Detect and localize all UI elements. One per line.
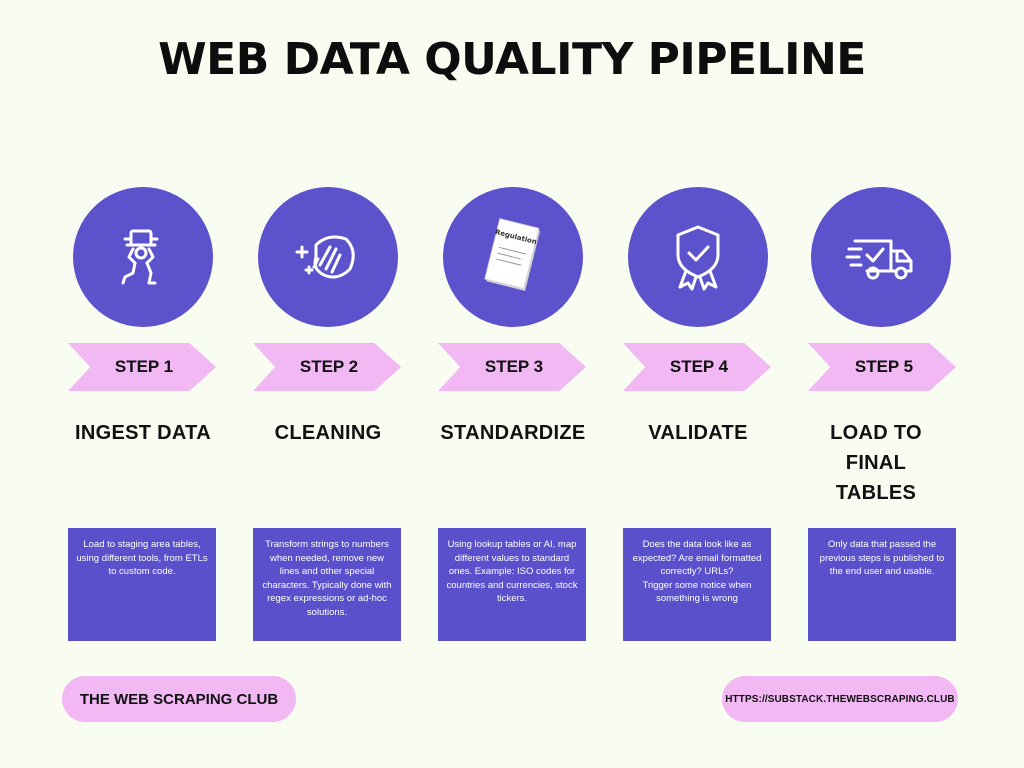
step-column-5: STEP 5 LOAD TO FINAL TABLES Only data th… [808, 0, 978, 768]
step-3-circle: Regulation [443, 187, 583, 327]
footer-brand-label: THE WEB SCRAPING CLUB [62, 676, 296, 722]
step-3-label: STEP 3 [484, 357, 544, 376]
step-5-chevron: STEP 5 [808, 343, 956, 391]
step-1-circle [73, 187, 213, 327]
page-title: WEB DATA QUALITY PIPELINE [158, 34, 866, 85]
step-5-description: Only data that passed the previous steps… [808, 528, 956, 641]
step-3-description: Using lookup tables or AI, map different… [438, 528, 586, 641]
step-1-label: STEP 1 [114, 357, 174, 376]
step-1-description: Load to staging area tables, using diffe… [68, 528, 216, 641]
step-4-label: STEP 4 [669, 357, 729, 376]
step-5-title: LOAD TO FINAL TABLES [830, 422, 922, 504]
step-4-chevron: STEP 4 [623, 343, 771, 391]
step-column-3: Regulation STEP 3 STANDARDIZE Using look… [438, 0, 608, 768]
step-2-chevron: STEP 2 [253, 343, 401, 391]
step-column-4: STEP 4 VALIDATE Does the data look like … [623, 0, 793, 768]
step-1-chevron: STEP 1 [68, 343, 216, 391]
step-2-description: Transform strings to numbers when needed… [253, 528, 401, 641]
step-5-circle [811, 187, 951, 327]
delivery-truck-icon [845, 239, 913, 280]
step-3-title: STANDARDIZE [440, 422, 586, 444]
step-column-1: STEP 1 INGEST DATA Load to staging area … [68, 0, 238, 768]
step-column-2: STEP 2 CLEANING Transform strings to num… [253, 0, 423, 768]
step-4-circle [628, 187, 768, 327]
step-1-title: INGEST DATA [75, 422, 211, 444]
footer-url-link[interactable]: HTTPS://SUBSTACK.THEWEBSCRAPING.CLUB [722, 676, 958, 722]
step-2-title: CLEANING [274, 422, 382, 444]
shield-check-badge-icon [676, 225, 720, 291]
cleaning-hand-sparkles-icon [295, 235, 355, 279]
step-3-chevron: STEP 3 [438, 343, 586, 391]
step-2-label: STEP 2 [299, 357, 359, 376]
step-4-title: VALIDATE [648, 422, 748, 444]
step-4-description: Does the data look like as expected? Are… [623, 528, 771, 641]
person-carrying-box-icon [121, 229, 159, 285]
step-5-label: STEP 5 [854, 357, 914, 376]
regulation-document-icon: Regulation [484, 218, 541, 291]
step-2-circle [258, 187, 398, 327]
